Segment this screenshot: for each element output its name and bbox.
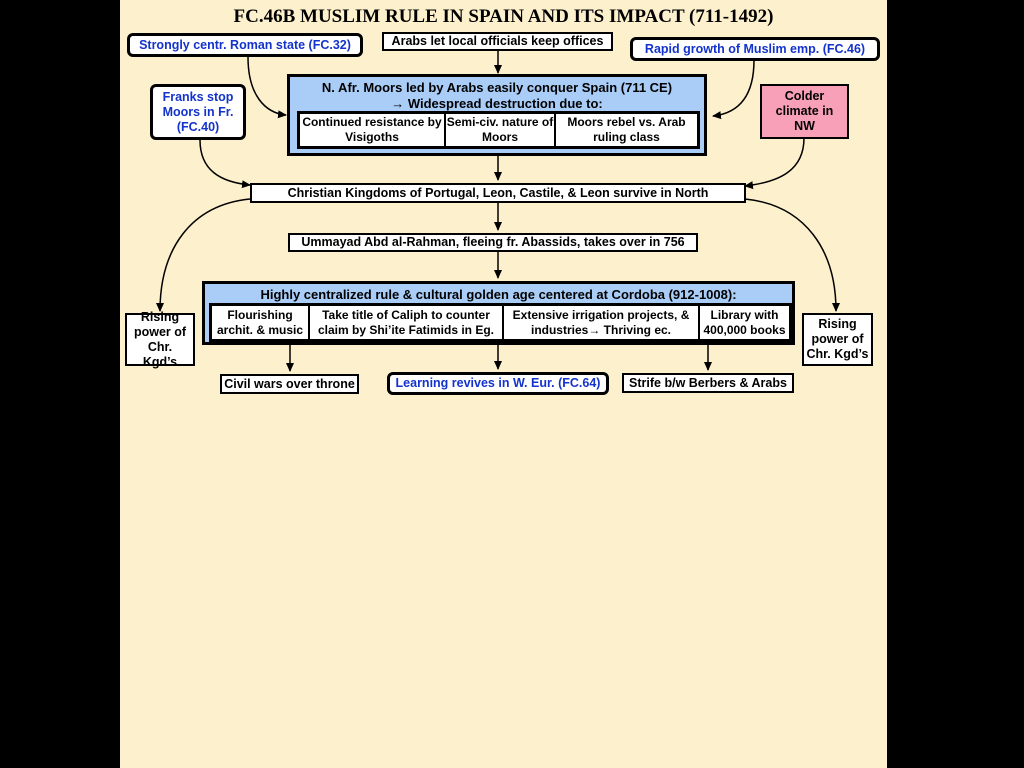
arrow-growth-to-conquest [712, 59, 755, 120]
roman-state-link[interactable]: Strongly centr. Roman state (FC.32) [127, 33, 363, 57]
arrow-christian-to-rising-left [156, 198, 251, 312]
cordoba-items-row: Flourishing archit. & music Take title o… [209, 303, 792, 342]
arrow-franks-to-christian [199, 139, 251, 189]
colder-climate-box: Colder climate in NW [760, 84, 849, 139]
arrow-christian-to-rising-right [744, 198, 840, 312]
rising-power-right-box: Rising power of Chr. Kgd’s [802, 313, 873, 366]
conquest-line2: → Widespread destruction due to: [391, 96, 603, 111]
cordoba-archit-music: Flourishing archit. & music [211, 305, 309, 340]
cause-visigoths: Continued resistance by Visigoths [299, 113, 445, 147]
cordoba-panel: Highly centralized rule & cultural golde… [202, 281, 795, 345]
civil-wars-box: Civil wars over throne [220, 374, 359, 394]
cordoba-irrigation: Extensive irrigation projects, & industr… [503, 305, 699, 340]
franks-link[interactable]: Franks stop Moors in Fr. (FC.40) [150, 84, 246, 140]
cordoba-library: Library with 400,000 books [699, 305, 790, 340]
conquest-line1: N. Afr. Moors led by Arabs easily conque… [321, 80, 673, 95]
arrow-colder-to-christian [744, 137, 805, 190]
rising-power-left-box: Rising power of Chr. Kgd’s [125, 310, 195, 369]
arrow-roman-to-conquest [247, 56, 287, 119]
local-officials-box: Arabs let local officials keep offices [382, 32, 613, 51]
connector-arrows [156, 50, 840, 372]
strife-box: Strife b/w Berbers & Arabs [622, 373, 794, 393]
christian-kingdoms-box: Christian Kingdoms of Portugal, Leon, Ca… [250, 183, 746, 203]
ummayad-box: Ummayad Abd al-Rahman, fleeing fr. Abass… [288, 233, 698, 252]
muslim-growth-link[interactable]: Rapid growth of Muslim emp. (FC.46) [630, 37, 880, 61]
learning-revives-link[interactable]: Learning revives in W. Eur. (FC.64) [387, 372, 609, 395]
cause-rebel: Moors rebel vs. Arab ruling class [555, 113, 698, 147]
causes-row: Continued resistance by Visigoths Semi-c… [297, 111, 700, 149]
page-title: FC.46B MUSLIM RULE IN SPAIN AND ITS IMPA… [233, 6, 774, 27]
cause-semi-civ: Semi-civ. nature of Moors [445, 113, 555, 147]
conquest-panel: N. Afr. Moors led by Arabs easily conque… [287, 74, 707, 156]
cordoba-head: Highly centralized rule & cultural golde… [260, 287, 737, 302]
slide: FC.46B MUSLIM RULE IN SPAIN AND ITS IMPA… [120, 0, 887, 768]
cordoba-caliph-title: Take title of Caliph to counter claim by… [309, 305, 503, 340]
